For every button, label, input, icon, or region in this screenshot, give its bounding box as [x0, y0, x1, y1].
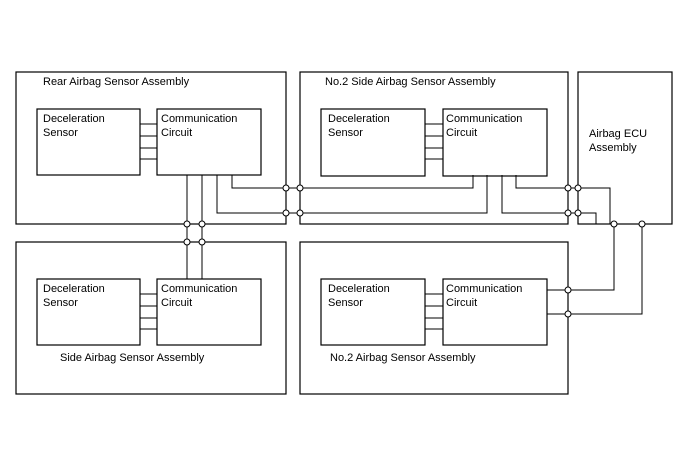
no2-side-communication-circuit-box	[442, 108, 548, 177]
connector-node	[564, 310, 572, 318]
bus-a-rear-to-no2-side	[231, 175, 474, 189]
communication-wiring	[186, 175, 643, 315]
bus-a-no2-side-to-ecu	[515, 175, 611, 224]
side-internal-bus	[140, 293, 157, 330]
connector-node	[610, 220, 618, 228]
connector-node	[638, 220, 646, 228]
connector-nodes	[183, 184, 646, 318]
no2-side-circuit-label-line1: Communication	[446, 113, 522, 125]
no2-sensor-label-line2: Sensor	[328, 297, 363, 309]
rear-deceleration-sensor-box	[36, 108, 141, 176]
rear-sensor-label-line1: Deceleration	[43, 113, 105, 125]
airbag-ecu-assembly: Airbag ECU Assembly	[577, 71, 673, 225]
side-assembly-title: Side Airbag Sensor Assembly	[60, 352, 205, 364]
no2-sensor-label-line1: Deceleration	[328, 283, 390, 295]
rear-airbag-sensor-assembly: Rear Airbag Sensor Assembly Deceleration…	[15, 71, 287, 225]
connector-node	[282, 209, 290, 217]
ecu-title-line2: Assembly	[589, 142, 637, 154]
rear-assembly-title: Rear Airbag Sensor Assembly	[43, 76, 190, 88]
connector-node	[564, 184, 572, 192]
no2-side-airbag-sensor-assembly: No.2 Side Airbag Sensor Assembly Deceler…	[299, 71, 569, 225]
connector-node	[183, 220, 191, 228]
side-assembly-frame	[15, 241, 287, 395]
connector-node	[564, 209, 572, 217]
side-deceleration-sensor-box	[36, 278, 141, 346]
rear-circuit-label-line1: Communication	[161, 113, 237, 125]
side-communication-circuit-box	[156, 278, 262, 346]
side-airbag-sensor-assembly: Deceleration Sensor Communication Circui…	[15, 241, 287, 395]
rear-communication-circuit-box	[156, 108, 262, 176]
no2-side-sensor-label-line1: Deceleration	[328, 113, 390, 125]
no2-side-circuit-label-line2: Circuit	[446, 127, 477, 139]
ecu-to-no2-line-1	[547, 224, 615, 291]
connector-node	[296, 209, 304, 217]
no2-airbag-sensor-assembly: Deceleration Sensor Communication Circui…	[299, 241, 569, 395]
no2-circuit-label-line2: Circuit	[446, 297, 477, 309]
rear-internal-bus	[140, 123, 157, 160]
connector-node	[564, 286, 572, 294]
no2-side-assembly-frame	[299, 71, 569, 225]
ecu-frame	[577, 71, 673, 225]
side-circuit-label-line1: Communication	[161, 283, 237, 295]
no2-side-assembly-title: No.2 Side Airbag Sensor Assembly	[325, 76, 496, 88]
ecu-to-no2-line-2	[547, 224, 643, 315]
no2-side-deceleration-sensor-box	[320, 108, 426, 177]
no2-communication-circuit-box	[442, 278, 548, 346]
connector-node	[296, 184, 304, 192]
no2-side-sensor-label-line2: Sensor	[328, 127, 363, 139]
bus-b-rear-to-no2-side	[216, 175, 488, 214]
connector-node	[198, 220, 206, 228]
rear-circuit-label-line2: Circuit	[161, 127, 192, 139]
connector-node	[198, 238, 206, 246]
side-sensor-label-line2: Sensor	[43, 297, 78, 309]
rear-sensor-label-line2: Sensor	[43, 127, 78, 139]
no2-internal-bus	[425, 293, 443, 330]
no2-assembly-title: No.2 Airbag Sensor Assembly	[330, 352, 476, 364]
connector-node	[282, 184, 290, 192]
connector-node	[183, 238, 191, 246]
side-circuit-label-line2: Circuit	[161, 297, 192, 309]
no2-assembly-frame	[299, 241, 569, 395]
bus-b-no2-side-to-ecu	[501, 175, 597, 224]
no2-deceleration-sensor-box	[320, 278, 426, 346]
rear-assembly-frame	[15, 71, 287, 225]
ecu-title-line1: Airbag ECU	[589, 128, 647, 140]
connector-node	[574, 184, 582, 192]
connector-node	[574, 209, 582, 217]
side-sensor-label-line1: Deceleration	[43, 283, 105, 295]
no2-side-internal-bus	[425, 123, 443, 160]
no2-circuit-label-line1: Communication	[446, 283, 522, 295]
